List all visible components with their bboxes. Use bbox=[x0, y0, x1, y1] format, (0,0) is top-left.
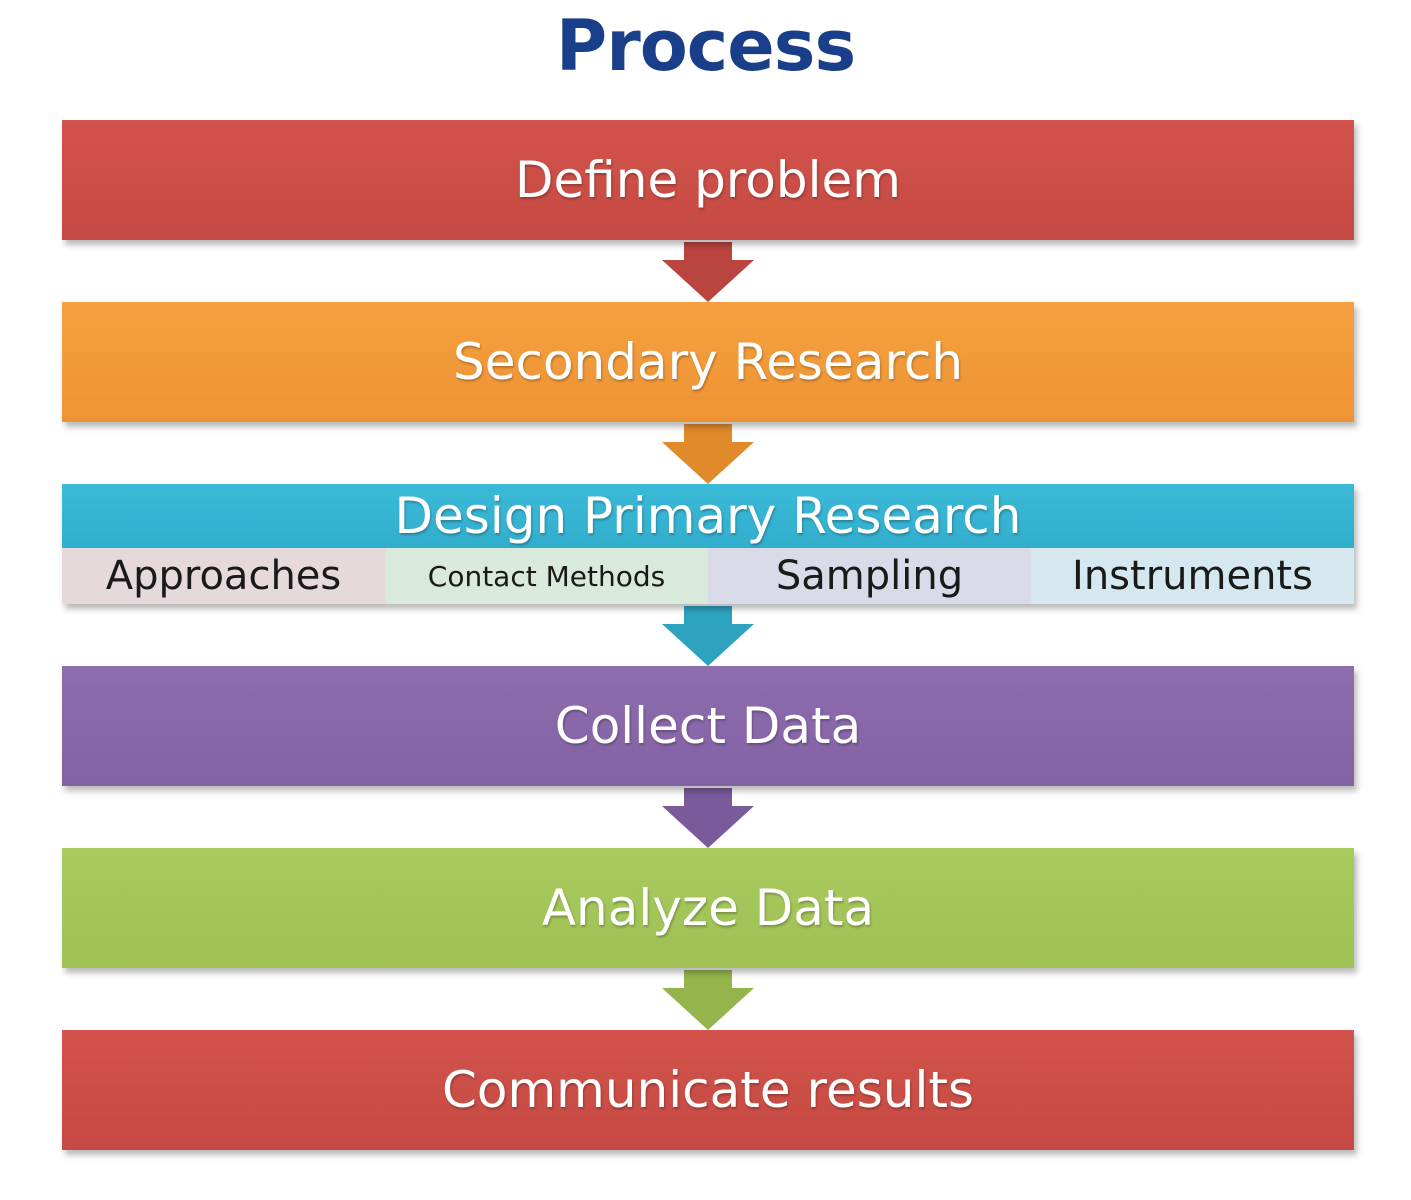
arrow-analyze-to-communicate bbox=[662, 970, 754, 1030]
diagram-title: Process bbox=[555, 5, 856, 87]
step-define-problem: Define problem bbox=[62, 120, 1354, 240]
step-design-primary-research: Design Primary Research Approaches Conta… bbox=[62, 484, 1354, 604]
sub-item-instruments: Instruments bbox=[1031, 548, 1354, 604]
primary-research-sub-items: Approaches Contact Methods Sampling Inst… bbox=[62, 548, 1354, 604]
step-secondary-research: Secondary Research bbox=[62, 302, 1354, 422]
arrow-primary-to-collect bbox=[662, 606, 754, 666]
sub-item-contact-methods: Contact Methods bbox=[385, 548, 708, 604]
arrow-collect-to-analyze bbox=[662, 788, 754, 848]
sub-item-approaches: Approaches bbox=[62, 548, 385, 604]
step-design-primary-research-label: Design Primary Research bbox=[62, 484, 1354, 548]
step-analyze-data: Analyze Data bbox=[62, 848, 1354, 968]
arrow-secondary-to-primary bbox=[662, 424, 754, 484]
arrow-define-to-secondary bbox=[662, 242, 754, 302]
step-communicate-results: Communicate results bbox=[62, 1030, 1354, 1150]
sub-item-sampling: Sampling bbox=[708, 548, 1031, 604]
step-collect-data: Collect Data bbox=[62, 666, 1354, 786]
